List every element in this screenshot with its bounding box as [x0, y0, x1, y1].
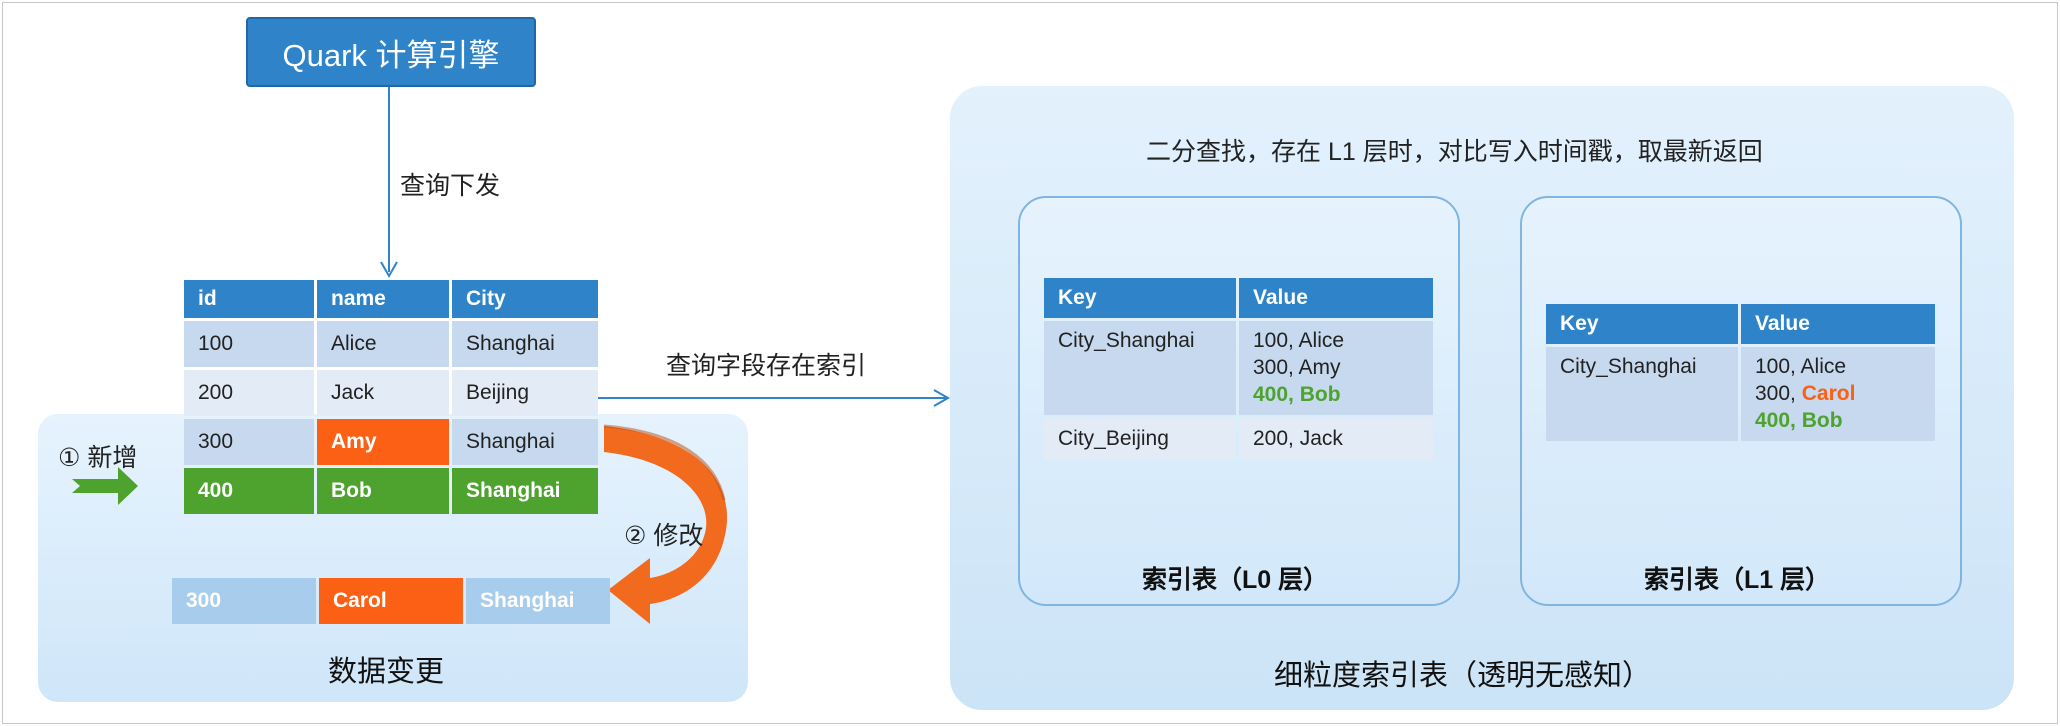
quark-engine-box: Quark 计算引擎 [246, 17, 536, 87]
table-cell: Alice [317, 321, 449, 367]
binary-search-note: 二分查找，存在 L1 层时，对比写入时间戳，取最新返回 [1146, 138, 1763, 166]
header-cell: Value [1239, 278, 1433, 318]
header-cell: Value [1741, 304, 1935, 344]
table-cell: Jack [317, 370, 449, 416]
step-insert-label: ① 新增 [58, 444, 138, 472]
header-cell: name [317, 280, 449, 318]
table-cell: Beijing [452, 370, 598, 416]
l0-caption: 索引表（L0 层） [1142, 566, 1329, 594]
modified-row: 300 Carol Shanghai [172, 578, 610, 624]
inserted-cell: Shanghai [452, 468, 598, 514]
modify-arrow-icon [604, 426, 728, 624]
l1-index-table: Key Value City_Shanghai 100, Alice 300, … [1546, 304, 1935, 441]
value-cell: 200, Jack [1239, 418, 1433, 460]
header-cell: City [452, 280, 598, 318]
index-table-title: 细粒度索引表（透明无感知） [1274, 660, 1652, 692]
modified-row-cell: Shanghai [466, 578, 610, 624]
dispatch-arrow-head [380, 261, 398, 279]
table-cell: 200 [184, 370, 314, 416]
table-cell: Shanghai [452, 419, 598, 465]
data-table: id name City 100 Alice Shanghai 200 Jack… [184, 280, 598, 514]
value-cell: 100, Alice 300, Amy 400, Bob [1239, 321, 1433, 415]
query-dispatch-label: 查询下发 [400, 172, 501, 200]
value-cell: 100, Alice 300, Carol 400, Bob [1741, 347, 1935, 441]
step-modify-label: ② 修改 [624, 522, 704, 550]
inserted-cell: 400 [184, 468, 314, 514]
key-cell: City_Shanghai [1546, 347, 1738, 441]
table-cell: 300 [184, 419, 314, 465]
key-cell: City_Shanghai [1044, 321, 1236, 415]
header-cell: Key [1546, 304, 1738, 344]
modified-cell: Amy [317, 419, 449, 465]
index-arrow-head [933, 389, 951, 407]
modified-row-cell: Carol [319, 578, 463, 624]
key-cell: City_Beijing [1044, 418, 1236, 460]
table-cell: 100 [184, 321, 314, 367]
l0-index-table: Key Value City_Shanghai 100, Alice 300, … [1044, 278, 1433, 460]
data-change-title: 数据变更 [328, 656, 445, 688]
l1-caption: 索引表（L1 层） [1644, 566, 1831, 594]
table-cell: Shanghai [452, 321, 598, 367]
field-indexed-label: 查询字段存在索引 [666, 352, 867, 380]
insert-arrow-icon [72, 467, 138, 505]
inserted-cell: Bob [317, 468, 449, 514]
header-cell: Key [1044, 278, 1236, 318]
engine-label: Quark 计算引擎 [282, 37, 500, 73]
header-cell: id [184, 280, 314, 318]
modified-row-cell: 300 [172, 578, 316, 624]
